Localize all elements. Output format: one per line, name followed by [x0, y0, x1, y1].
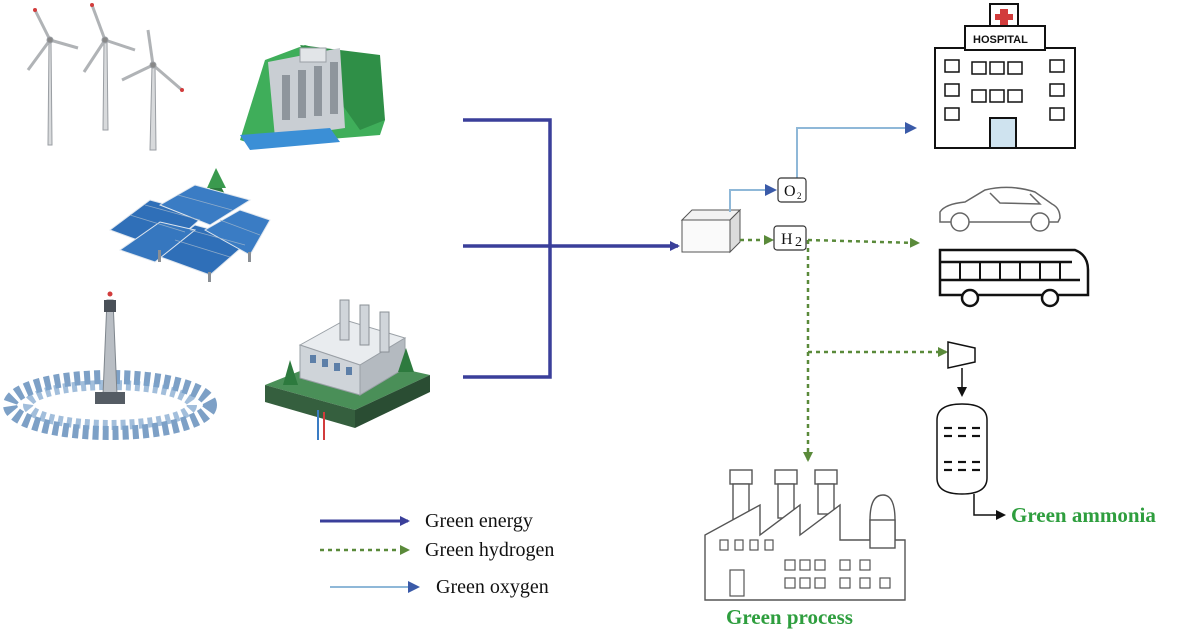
- legend: Green energy Green hydrogen Green oxygen: [320, 510, 554, 598]
- power-plant-icon: [265, 299, 430, 440]
- solar-panels-icon: [108, 168, 271, 282]
- oxygen-connector: [729, 122, 917, 212]
- bus-icon: [938, 248, 1090, 308]
- reactor-icon: [936, 403, 1006, 520]
- car-icon: [939, 186, 1061, 232]
- legend-green-energy: Green energy: [425, 510, 533, 532]
- green-process-label: Green process: [726, 605, 853, 629]
- hydro-dam-icon: [240, 45, 385, 150]
- wind-turbines-icon: [26, 3, 184, 151]
- oxygen-subscript: 2: [797, 191, 802, 201]
- electrolyzer-icon: [680, 208, 742, 254]
- hydrogen-connector: [740, 235, 948, 462]
- hydrogen-label-box: H 2: [773, 225, 807, 251]
- oxygen-symbol: O: [784, 183, 796, 200]
- hospital-icon: HOSPITAL: [934, 3, 1076, 149]
- legend-green-hydrogen: Green hydrogen: [425, 539, 554, 561]
- green-ammonia-label: Green ammonia: [1011, 503, 1156, 527]
- factory-icon: [704, 469, 906, 601]
- hydrogen-subscript: 2: [795, 235, 802, 250]
- legend-green-oxygen: Green oxygen: [436, 576, 549, 598]
- green-energy-connector: [463, 118, 680, 379]
- solar-tower-icon: [3, 291, 217, 440]
- compressor-icon: [947, 341, 976, 397]
- oxygen-label-box: O 2: [777, 177, 807, 203]
- hydrogen-symbol: H: [781, 231, 793, 248]
- hospital-sign: HOSPITAL: [973, 34, 1028, 46]
